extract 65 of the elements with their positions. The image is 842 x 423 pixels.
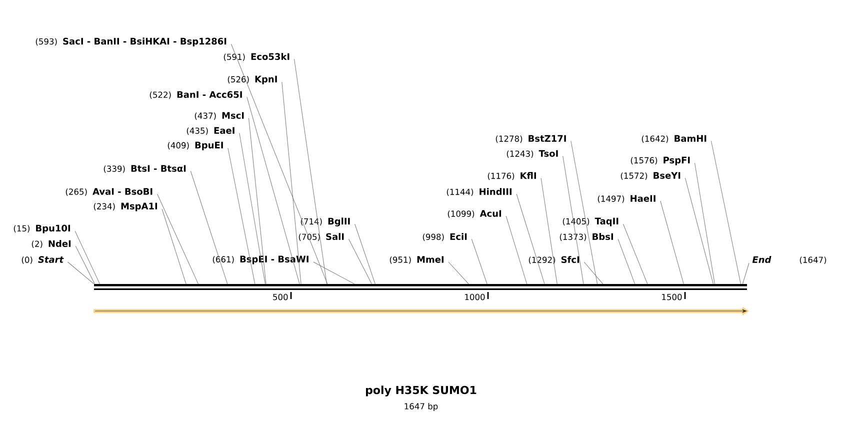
leader-line [516,194,545,284]
leader-line [622,224,648,284]
enzyme-site-label: (705) SalI [298,233,344,241]
leader-line [348,238,372,284]
enzyme-site-label: (1292) SfcI [528,256,580,264]
enzyme-site-label: (1572) BseYI [620,172,680,180]
enzyme-site-label: (661) BspEI - BsaWI [212,256,308,264]
enzyme-site-label: (1497) HaeII [598,195,656,203]
enzyme-site-label: (1176) KflI [488,172,536,180]
leader-line [540,178,558,284]
leader-line [74,230,100,284]
leader-line [228,148,256,284]
enzyme-site-label: (714) BglII [300,218,350,226]
leader-line [710,140,741,284]
leader-line [471,238,488,284]
leader-line [684,178,714,284]
enzyme-site-label: (2) NdeI [32,240,71,248]
leader-line [354,224,376,284]
leader-line [562,156,584,284]
leader-line [742,262,750,284]
enzyme-site-label: (409) BpuEI [168,142,223,150]
leader-line [618,238,636,284]
enzyme-site-label: (1642) BamHI [642,135,706,143]
enzyme-site-label: (1278) BstZ17I [496,135,566,143]
leader-line [75,246,95,284]
enzyme-site-label: (1405) TaqII [562,218,618,226]
leader-line [294,58,327,284]
enzyme-site-label: (593) SacI - BanII - BsiHKAI - Bsp1286I [36,38,226,46]
leader-line [246,96,300,284]
enzyme-site-label: (998) EciI [422,233,467,241]
leader-line [660,200,684,284]
leader-line [68,262,94,284]
map-title: poly H35K SUMO1 [366,386,476,396]
enzyme-site-label: (1373) BbsI [560,233,613,241]
enzyme-site-label: (1243) TsoI [506,150,558,158]
leader-line [448,262,469,284]
leader-line [190,170,228,284]
leader-line [282,82,302,284]
leader-line [584,262,604,284]
enzyme-site-label: (526) KpnI [228,76,277,84]
leader-line [239,132,266,284]
leader-line [248,118,266,284]
leader-line [506,216,528,284]
enzyme-site-label: (234) MspA1I [94,202,158,212]
enzyme-site-label: (1099) AcuI [448,210,502,218]
enzyme-site-label: (1576) PspFI [630,156,690,166]
enzyme-site-label: (339) BtsI - BtsαI [104,165,186,173]
enzyme-site-label: (1144) HindIII [446,188,512,196]
sequence-length: 1647 bp [404,402,438,412]
enzyme-site-label: (435) EaeI [186,127,234,135]
leader-line [570,140,598,284]
leader-line [157,194,198,284]
end-label: End (1647) [752,256,826,264]
enzyme-site-label: (265) AvaI - BsoBI [66,188,152,196]
enzyme-site-label: (437) MscI [194,112,244,120]
sequence-backbone [94,284,747,290]
start-label: (0) Start [22,256,64,264]
leader-line [313,262,354,284]
enzyme-site-label: (951) MmeI [390,256,444,264]
enzyme-site-label: (15) Bpu10I [14,224,70,234]
leader-line [694,162,715,284]
leader-line [230,44,328,284]
enzyme-site-label: (591) Eco53kI [224,53,290,61]
enzyme-site-label: (522) BanI - Acc65I [150,91,242,99]
leader-line [162,208,186,284]
